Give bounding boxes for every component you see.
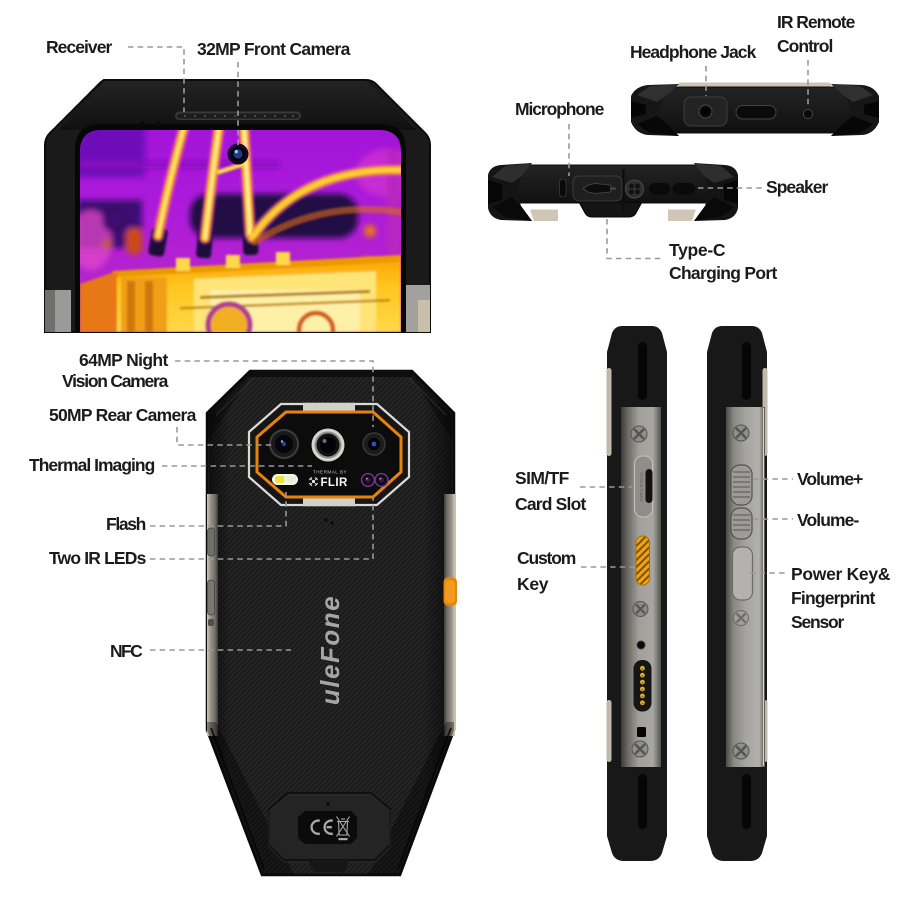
svg-text:SIM/TF: SIM/TF xyxy=(515,468,570,488)
svg-text:Card Slot: Card Slot xyxy=(515,494,586,514)
svg-text:Headphone Jack: Headphone Jack xyxy=(630,42,757,62)
svg-text:32MP Front Camera: 32MP Front Camera xyxy=(197,39,351,59)
svg-text:Type-C: Type-C xyxy=(669,240,726,260)
svg-text:Speaker: Speaker xyxy=(766,177,828,197)
svg-text:Key: Key xyxy=(517,574,549,594)
svg-text:FLIR: FLIR xyxy=(321,477,348,489)
svg-text:Power Key&: Power Key& xyxy=(791,564,891,584)
svg-text:Fingerprint: Fingerprint xyxy=(791,588,875,608)
svg-text:Volume-: Volume- xyxy=(797,510,859,530)
svg-text:Microphone: Microphone xyxy=(515,99,605,119)
svg-text:Thermal Imaging: Thermal Imaging xyxy=(29,455,155,475)
svg-text:Two IR LEDs: Two IR LEDs xyxy=(49,548,147,568)
svg-text:Volume+: Volume+ xyxy=(797,469,863,489)
svg-text:IR Remote: IR Remote xyxy=(777,12,856,32)
svg-text:Sensor: Sensor xyxy=(791,612,844,632)
svg-text:50MP Rear Camera: 50MP Rear Camera xyxy=(49,405,197,425)
svg-text:Control: Control xyxy=(777,36,833,56)
svg-text:Custom: Custom xyxy=(517,548,576,568)
svg-text:64MP Night: 64MP Night xyxy=(79,350,168,370)
svg-text:NFC: NFC xyxy=(110,641,143,661)
svg-text:Vision Camera: Vision Camera xyxy=(62,371,169,391)
svg-text:TF/SIM CARD: TF/SIM CARD xyxy=(639,472,644,502)
svg-text:Receiver: Receiver xyxy=(46,37,112,57)
svg-text:THERMAL BY: THERMAL BY xyxy=(313,470,347,475)
svg-text:uleFone: uleFone xyxy=(315,595,345,705)
svg-text:Charging Port: Charging Port xyxy=(669,263,777,283)
svg-text:Flash: Flash xyxy=(106,514,146,534)
